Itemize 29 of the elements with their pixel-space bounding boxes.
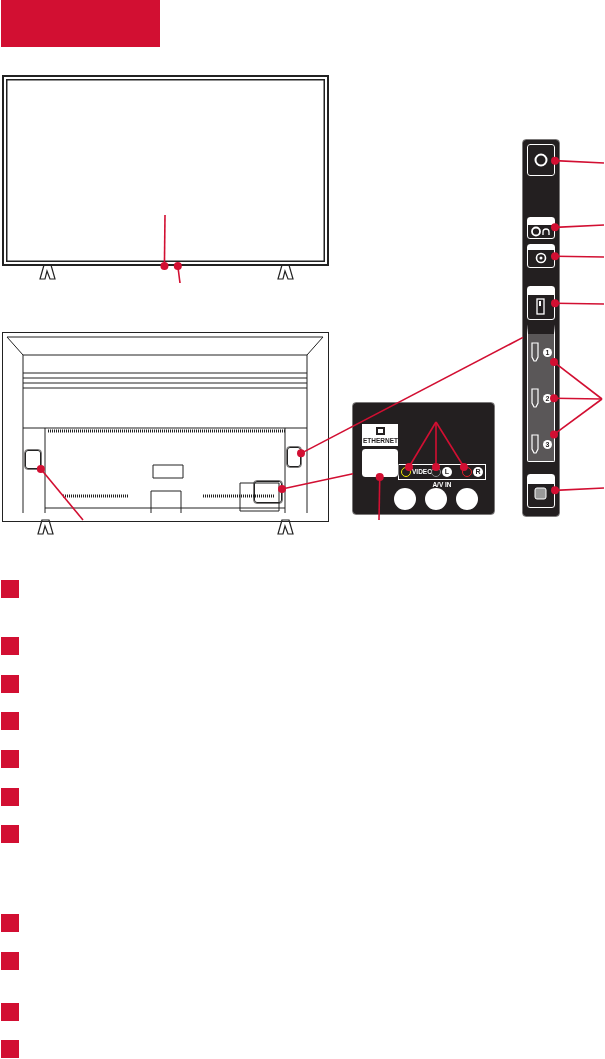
optical-port [527,474,555,508]
leader-line [375,473,384,521]
leader-line [278,472,354,493]
leader-line [550,358,603,400]
leader-line [551,252,605,261]
leader-line [551,299,605,308]
leader-line [550,394,603,403]
leader-line [435,421,468,471]
leader-line [297,336,524,458]
leader-line [551,486,605,495]
coaxial-port [527,144,555,176]
tv-front-screen [2,75,329,266]
leader-line [173,262,182,284]
headphone-port [527,217,555,239]
leader-line [160,214,169,270]
audio-out-port [527,244,555,268]
leader-line [405,421,437,471]
leader-line [36,465,84,521]
ethernet-jack-area [362,449,398,477]
leader-line [550,398,603,439]
leader-line [432,421,440,471]
side-jack-cover [287,447,301,467]
usb-port [527,286,555,320]
side-connector-panel [523,140,559,516]
ethernet-port [362,424,398,446]
leader-line [551,156,605,165]
power-switch-box [25,450,41,469]
av-input-panel [353,403,494,514]
leader-line [551,223,605,232]
